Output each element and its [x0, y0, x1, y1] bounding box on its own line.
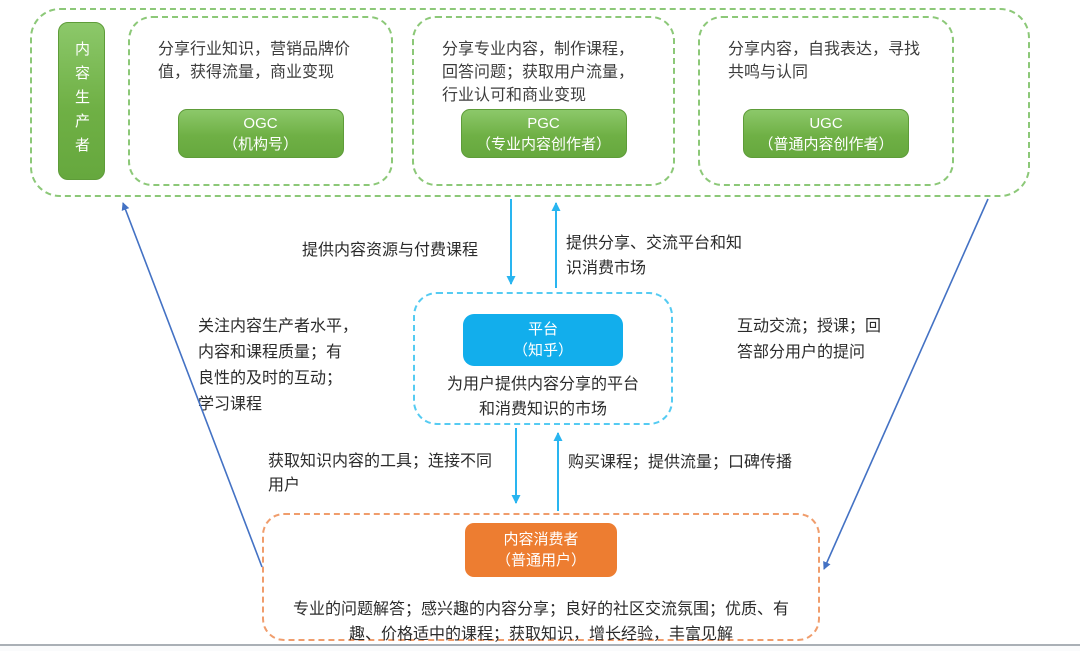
ogc-badge-subtitle: （机构号） — [222, 135, 298, 153]
pgc-badge-title: PGC — [527, 114, 560, 132]
pgc-description: 分享专业内容，制作课程，回答问题；获取用户流量，行业认可和商业变现 — [442, 41, 635, 104]
consumers-description: 专业的问题解答；感兴趣的内容分享；良好的社区交流氛围；优质、有 趣、价格适中的课… — [292, 601, 789, 643]
ugc-description: 分享内容，自我表达，寻找共鸣与认同 — [728, 41, 921, 81]
label-provide-content-courses: 提供内容资源与付费课程 — [302, 242, 479, 259]
ogc-badge: OGC （机构号） — [177, 109, 344, 158]
ugc-box: 分享内容，自我表达，寻找共鸣与认同 UGC （普通内容创作者） — [698, 16, 954, 186]
ogc-description: 分享行业知识，营销品牌价值，获得流量，商业变现 — [158, 41, 351, 81]
consumers-badge-title: 内容消费者 — [503, 531, 579, 548]
content-producer-label: 内容生产者 — [73, 41, 90, 161]
pgc-badge: PGC （专业内容创作者） — [460, 109, 627, 158]
platform-badge-title: 平台 — [527, 321, 558, 338]
platform-description: 为用户提供内容分享的平台 和消费知识的市场 — [446, 376, 639, 418]
producers-group-box — [30, 8, 1030, 197]
ogc-badge-title: OGC — [243, 114, 278, 132]
consumers-badge-subtitle: （普通用户） — [495, 552, 586, 569]
label-buy-courses: 购买课程；提供流量；口碑传播 — [568, 454, 793, 471]
platform-badge-subtitle: （知乎） — [512, 342, 573, 359]
page-bottom-margin — [0, 646, 1080, 651]
label-follow-producers: 关注内容生产者水平， 内容和课程质量；有 良性的及时的互动； 学习课程 — [198, 318, 359, 413]
consumers-badge: 内容消费者 （普通用户） — [465, 523, 617, 577]
pgc-box: 分享专业内容，制作课程，回答问题；获取用户流量，行业认可和商业变现 PGC （专… — [412, 16, 675, 186]
pgc-badge-subtitle: （专业内容创作者） — [475, 135, 611, 153]
ugc-badge: UGC （普通内容创作者） — [743, 109, 909, 158]
ugc-badge-title: UGC — [809, 114, 843, 132]
consumers-box: 内容消费者 （普通用户） 专业的问题解答；感兴趣的内容分享；良好的社区交流氛围；… — [262, 513, 820, 643]
platform-box: 平台 （知乎） 为用户提供内容分享的平台 和消费知识的市场 — [413, 292, 673, 425]
page-bottom-divider — [0, 644, 1080, 646]
label-interact-teach: 互动交流；授课；回 答部分用户的提问 — [737, 318, 882, 361]
label-knowledge-tools: 获取知识内容的工具；连接不同 用户 — [268, 453, 493, 494]
ogc-box: 分享行业知识，营销品牌价值，获得流量，商业变现 OGC （机构号） — [128, 16, 393, 186]
arrow-producers-to-consumers-diagonal — [823, 198, 989, 570]
label-provide-sharing-platform: 提供分享、交流平台和知 识消费市场 — [566, 235, 743, 277]
content-producer-label-box: 内容生产者 — [58, 22, 105, 180]
platform-badge: 平台 （知乎） — [463, 314, 623, 366]
ugc-badge-subtitle: （普通内容创作者） — [758, 135, 894, 153]
